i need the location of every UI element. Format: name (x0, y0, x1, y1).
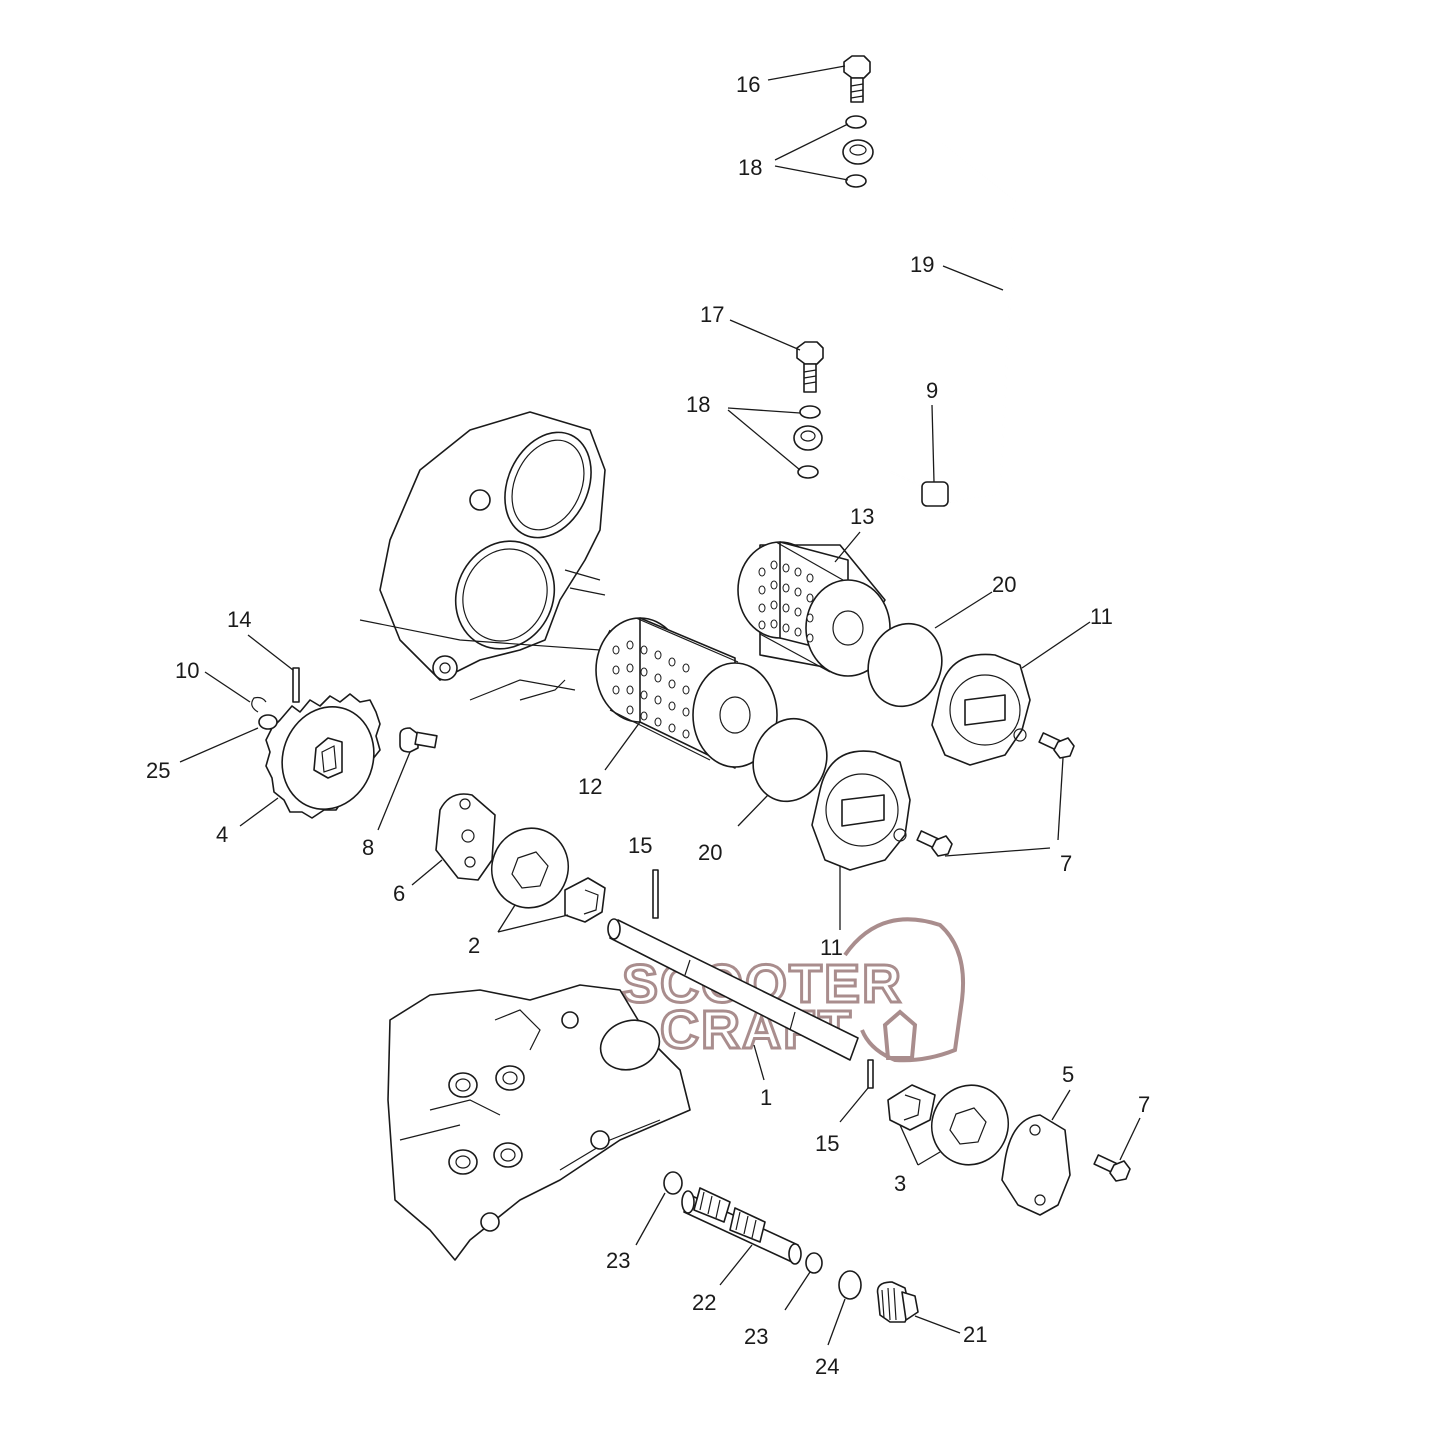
filter-perforations (758, 560, 814, 643)
oil-filter-13 (737, 541, 891, 677)
pump-rotor-outer-2 (490, 827, 570, 909)
callout-7: 7 (1060, 851, 1072, 876)
circlip-10 (251, 696, 267, 713)
sealing-washer (797, 465, 819, 479)
oil-pipe (819, 118, 1017, 507)
callout-22: 22 (692, 1290, 716, 1315)
callout-15: 15 (815, 1131, 839, 1156)
sealing-washer (845, 115, 867, 129)
callout-19: 19 (910, 252, 934, 277)
callout-20: 20 (992, 572, 1016, 597)
callout-17: 17 (700, 302, 724, 327)
washer-25 (258, 714, 278, 730)
pump-rotor-inner-2 (564, 877, 606, 923)
drain-plug (876, 1281, 919, 1323)
callout-15: 15 (628, 833, 652, 858)
cover-screw (1093, 1154, 1131, 1182)
callout-3: 3 (894, 1171, 906, 1196)
oil-strainer (681, 1187, 802, 1265)
crankcase-upper (359, 411, 611, 701)
banjo-bolt-upper (843, 55, 871, 103)
callout-9: 9 (926, 378, 938, 403)
cover-screw (916, 830, 953, 857)
callout-12: 12 (578, 774, 602, 799)
callout-23: 23 (606, 1248, 630, 1273)
callout-14: 14 (227, 607, 251, 632)
drive-gear (265, 693, 381, 819)
callout-13: 13 (850, 504, 874, 529)
banjo-fitting-lower (793, 425, 823, 451)
callout-6: 6 (393, 881, 405, 906)
cover-screw (1038, 732, 1075, 759)
pump-cover-plate-6 (435, 793, 496, 881)
pin-15-lower (867, 1059, 874, 1089)
filter-cover-lower (811, 750, 911, 871)
filter-cover-upper (931, 653, 1031, 766)
leader-lines (179, 65, 1141, 1346)
o-ring-20-lower (752, 717, 828, 803)
callout-16: 16 (736, 72, 760, 97)
callout-21: 21 (963, 1322, 987, 1347)
callout-18: 18 (738, 155, 762, 180)
callout-7: 7 (1138, 1092, 1150, 1117)
callout-20: 20 (698, 840, 722, 865)
callout-23: 23 (744, 1324, 768, 1349)
o-ring-23 (805, 1252, 823, 1274)
callout-2: 2 (468, 933, 480, 958)
o-ring-24 (838, 1270, 862, 1300)
callout-25: 25 (146, 758, 170, 783)
watermark-helmet-visor (882, 1009, 918, 1060)
sealing-washer (799, 405, 821, 419)
callout-5: 5 (1062, 1062, 1074, 1087)
callout-11: 11 (820, 935, 843, 960)
banjo-bolt-lower (796, 341, 824, 393)
callout-4: 4 (216, 822, 228, 847)
pump-shaft (607, 918, 859, 1061)
pump-cover-plate-5 (1001, 1114, 1071, 1216)
o-ring-20-upper (867, 622, 943, 708)
filter-perforations (612, 640, 690, 739)
sealing-washer (845, 174, 867, 188)
screw-8 (399, 727, 438, 753)
pump-rotor-inner-3 (887, 1084, 936, 1131)
o-ring-23 (663, 1171, 683, 1195)
pin-15-upper (652, 869, 659, 919)
pin-14 (292, 667, 300, 703)
banjo-fitting-upper (842, 139, 874, 165)
callout-24: 24 (815, 1354, 839, 1379)
callout-1: 1 (760, 1085, 772, 1110)
callout-8: 8 (362, 835, 374, 860)
pump-rotor-outer-3 (930, 1084, 1010, 1166)
callout-11: 11 (1090, 604, 1113, 629)
callout-10: 10 (175, 658, 199, 683)
callout-labels: 16 18 19 17 18 9 13 20 11 14 10 25 4 8 1… (146, 72, 1150, 1379)
watermark-logo: SCOOTER CRAFT (621, 917, 966, 1063)
crankcase-lower (387, 984, 691, 1261)
callout-18: 18 (686, 392, 710, 417)
oil-filter-12 (595, 617, 778, 769)
